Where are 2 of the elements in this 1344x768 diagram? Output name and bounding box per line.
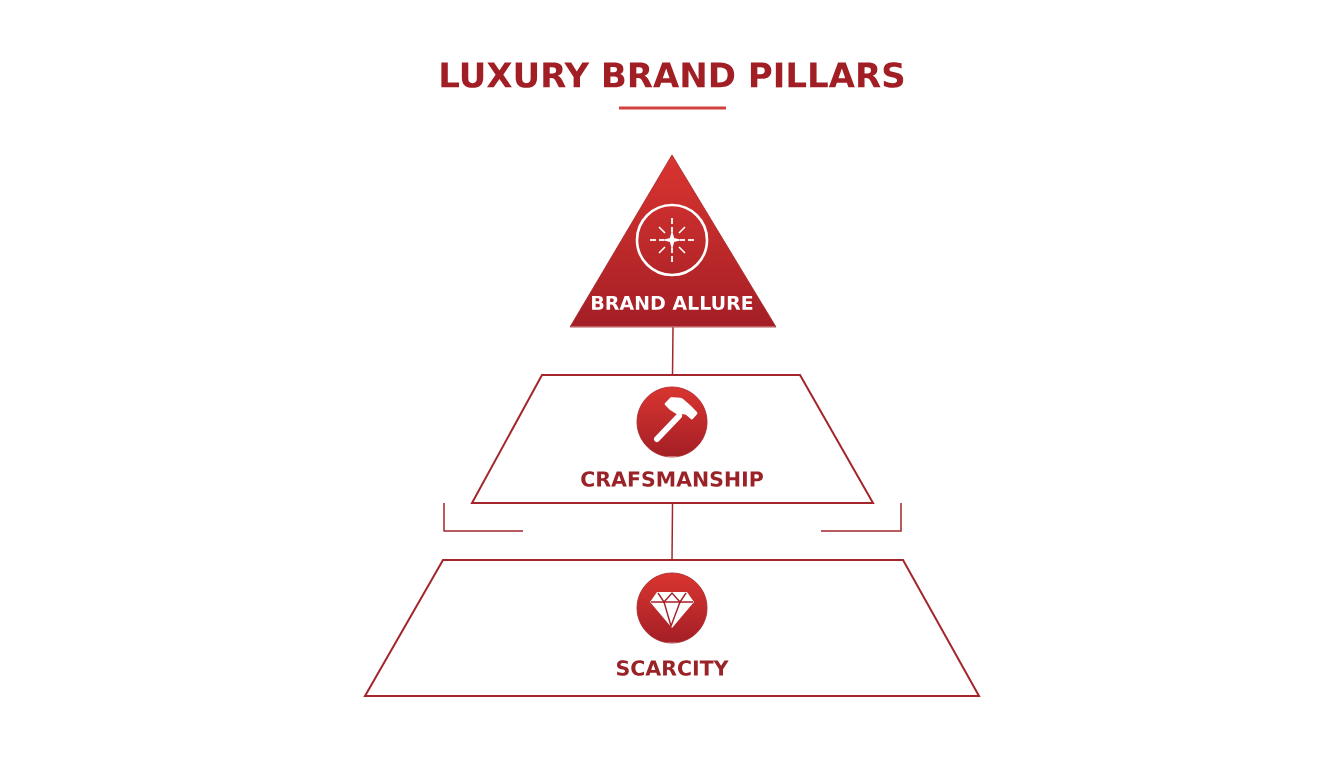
title: LUXURY BRAND PILLARS: [441, 62, 904, 88]
pyramid-apex: BRAND ALLURE: [569, 154, 777, 328]
